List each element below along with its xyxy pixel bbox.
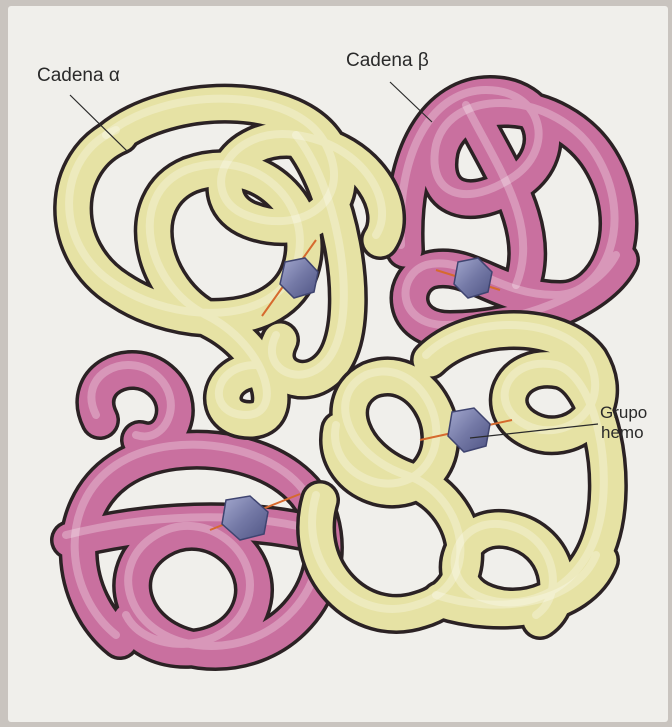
alpha-chain-label: Cadena α — [37, 66, 120, 86]
heme-group-label-line1: Grupo — [600, 404, 647, 422]
beta-leader-line — [390, 82, 432, 122]
beta-chain-label: Cadena β — [346, 51, 429, 71]
alpha-chain-bottom-right — [312, 325, 608, 620]
beta-chain-top-right — [401, 90, 620, 330]
heme-group-label-line2: hemo — [601, 424, 644, 442]
